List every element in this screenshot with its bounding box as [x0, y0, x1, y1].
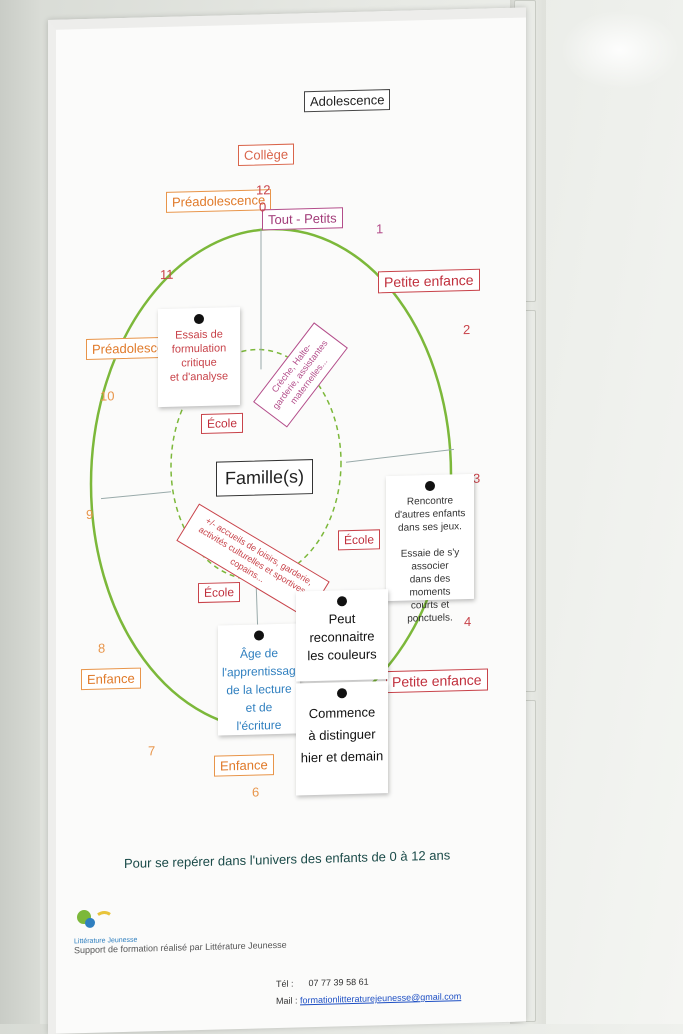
family-center-label: Famille(s) [216, 459, 313, 497]
card-line: formulation [171, 342, 227, 356]
logo-icon [77, 910, 111, 928]
age-number-1: 1 [376, 221, 384, 237]
card-line: Peut [328, 610, 356, 627]
poster: Adolescence Collège Préadolescence Tout … [48, 7, 526, 1034]
age-number-8: 8 [98, 640, 106, 656]
age-number-9: 9 [86, 506, 94, 523]
card-line: Commence [308, 704, 376, 722]
age-number-3: 3 [473, 470, 481, 486]
axis-line-right [345, 448, 455, 463]
card-line: et de l'écriture [236, 700, 282, 734]
card-line: dans des moments [409, 573, 451, 599]
card-line: Âge de [239, 645, 279, 661]
label-petite-enfance-2: Petite enfance [386, 668, 488, 694]
mail-label: Mail : [276, 995, 298, 1007]
label-college: Collège [238, 143, 295, 167]
label-enfance-left: Enfance [81, 667, 141, 691]
label-ecole-1: École [201, 412, 244, 434]
label-ecole-2: École [338, 529, 381, 551]
age-number-0: 0 [259, 199, 267, 215]
logo: Littérature Jeunesse [74, 906, 137, 945]
age-number-10: 10 [100, 388, 115, 404]
card-commence: Commence à distinguer hier et demain [296, 681, 388, 796]
label-ecole-3: École [198, 581, 241, 604]
age-number-7: 7 [148, 743, 156, 759]
card-line: courts et ponctuels. [407, 599, 453, 625]
card-line: à distinguer [308, 726, 376, 744]
card-line: hier et demain [300, 748, 384, 766]
pin-icon [425, 480, 435, 492]
pin-icon [254, 630, 264, 641]
card-age: Âge de l'apprentissage de la lecture et … [218, 623, 303, 736]
card-line: reconnaitre [309, 628, 375, 646]
card-peut: Peut reconnaitre les couleurs [296, 589, 388, 682]
age-number-11: 11 [160, 266, 174, 283]
label-enfance-bottom: Enfance [214, 754, 274, 777]
card-essais: Essais de formulation critique et d'anal… [158, 306, 240, 408]
axis-line-left [100, 491, 172, 500]
card-line: Essaie de s'y associer [400, 547, 460, 573]
age-number-12: 12 [256, 182, 271, 198]
pin-icon [337, 688, 347, 699]
age-number-6: 6 [252, 784, 260, 800]
light-glare [560, 10, 680, 90]
label-adolescence: Adolescence [304, 89, 391, 113]
wall [0, 0, 40, 1024]
tel-value: 07 77 39 58 61 [308, 976, 369, 989]
label-tout-petits: Tout - Petits [262, 207, 343, 231]
card-rencontre: Rencontre d'autres enfants dans ses jeux… [386, 473, 474, 625]
label-petite-enfance-1: Petite enfance [378, 268, 480, 294]
pin-icon [194, 313, 204, 325]
card-line: l'apprentissage [222, 663, 303, 680]
card-line: dans ses jeux. [398, 521, 462, 534]
pin-icon [337, 596, 347, 607]
tel-label: Tél : [276, 978, 294, 990]
card-line: les couleurs [307, 646, 377, 664]
age-number-2: 2 [463, 321, 471, 338]
card-line: de la lecture [226, 681, 292, 698]
card-line: et d'analyse [169, 370, 229, 384]
